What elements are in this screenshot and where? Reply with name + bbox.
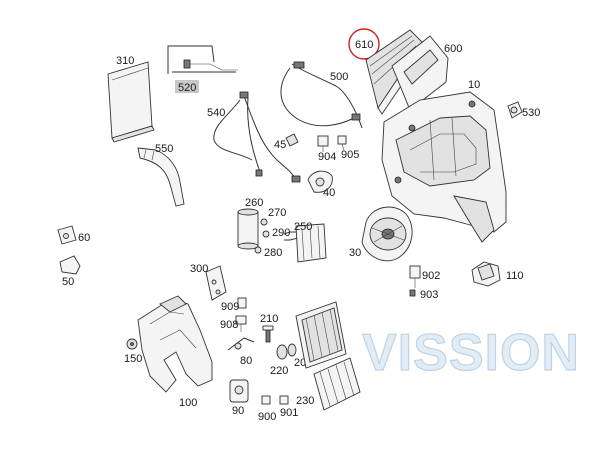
part-530-grommet[interactable] xyxy=(507,101,523,119)
part-280-seal[interactable] xyxy=(254,246,262,254)
label-901: 901 xyxy=(280,407,298,419)
part-909-clip[interactable] xyxy=(237,297,247,309)
label-300: 300 xyxy=(190,263,208,275)
watermark-text: VISSION xyxy=(362,324,580,382)
part-260-valve[interactable] xyxy=(237,208,259,250)
label-110: 110 xyxy=(506,270,524,282)
label-220: 220 xyxy=(270,365,288,377)
label-903: 903 xyxy=(420,289,438,301)
label-250: 250 xyxy=(294,221,312,233)
part-90-actuator[interactable] xyxy=(229,379,249,403)
part-150-fastener[interactable] xyxy=(126,338,138,350)
label-150: 150 xyxy=(124,353,142,365)
label-230: 230 xyxy=(296,395,314,407)
label-500: 500 xyxy=(330,71,348,83)
label-530: 530 xyxy=(522,107,540,119)
label-900: 900 xyxy=(258,411,276,423)
part-290-seal[interactable] xyxy=(262,230,270,238)
label-310: 310 xyxy=(116,55,134,67)
part-230-radiator[interactable] xyxy=(313,357,361,411)
part-50-bracket[interactable] xyxy=(59,255,81,275)
label-610: 610 xyxy=(355,39,373,51)
part-901-connector[interactable] xyxy=(279,395,289,405)
part-60-clip[interactable] xyxy=(57,225,77,245)
label-45: 45 xyxy=(274,139,286,151)
label-40: 40 xyxy=(323,187,335,199)
part-904-connector[interactable] xyxy=(317,135,329,152)
label-290: 290 xyxy=(272,227,290,239)
label-905: 905 xyxy=(341,149,359,161)
label-260: 260 xyxy=(245,197,263,209)
label-902: 902 xyxy=(422,270,440,282)
part-210-screw[interactable] xyxy=(262,325,274,343)
part-903-screw[interactable] xyxy=(409,289,416,297)
part-550-hose[interactable] xyxy=(137,147,185,207)
part-100-duct[interactable] xyxy=(137,295,213,393)
label-50: 50 xyxy=(62,276,74,288)
part-900-connector[interactable] xyxy=(261,395,271,405)
part-heater-core[interactable] xyxy=(295,301,347,369)
part-270-oring[interactable] xyxy=(260,218,268,226)
part-40-actuator[interactable] xyxy=(307,170,333,193)
part-205-seal[interactable] xyxy=(287,343,297,357)
label-210: 210 xyxy=(260,313,278,325)
label-80: 80 xyxy=(240,355,252,367)
label-280: 280 xyxy=(264,247,282,259)
label-904: 904 xyxy=(318,151,336,163)
part-600-filter-housing[interactable] xyxy=(391,35,449,111)
part-45-sensor[interactable] xyxy=(285,133,299,147)
label-600: 600 xyxy=(444,43,462,55)
label-90: 90 xyxy=(232,405,244,417)
label-270: 270 xyxy=(268,207,286,219)
part-30-blower[interactable] xyxy=(361,206,413,262)
part-902-resistor[interactable] xyxy=(409,265,421,288)
label-60: 60 xyxy=(78,232,90,244)
label-100: 100 xyxy=(179,397,197,409)
highlight-circle-610 xyxy=(348,28,380,60)
label-908: 908 xyxy=(220,319,238,331)
label-909: 909 xyxy=(221,301,239,313)
part-540-harness[interactable] xyxy=(213,91,301,183)
part-310-panel[interactable] xyxy=(107,61,155,143)
label-520-box xyxy=(175,80,199,93)
label-520: 520 xyxy=(178,82,196,94)
part-520-harness[interactable] xyxy=(167,45,238,74)
part-905-connector[interactable] xyxy=(337,135,347,151)
label-30: 30 xyxy=(349,247,361,259)
label-540: 540 xyxy=(207,107,225,119)
part-110-motor[interactable] xyxy=(471,261,501,287)
part-908-connector[interactable] xyxy=(235,315,247,332)
label-10: 10 xyxy=(468,79,480,91)
part-220-oring[interactable] xyxy=(276,344,288,360)
part-500-harness[interactable] xyxy=(280,61,363,129)
part-300-module[interactable] xyxy=(205,265,227,301)
part-250-evaporator[interactable] xyxy=(283,223,327,263)
label-550: 550 xyxy=(155,143,173,155)
part-80-sensor[interactable] xyxy=(227,337,255,351)
part-10-hvac-housing[interactable] xyxy=(381,91,507,243)
